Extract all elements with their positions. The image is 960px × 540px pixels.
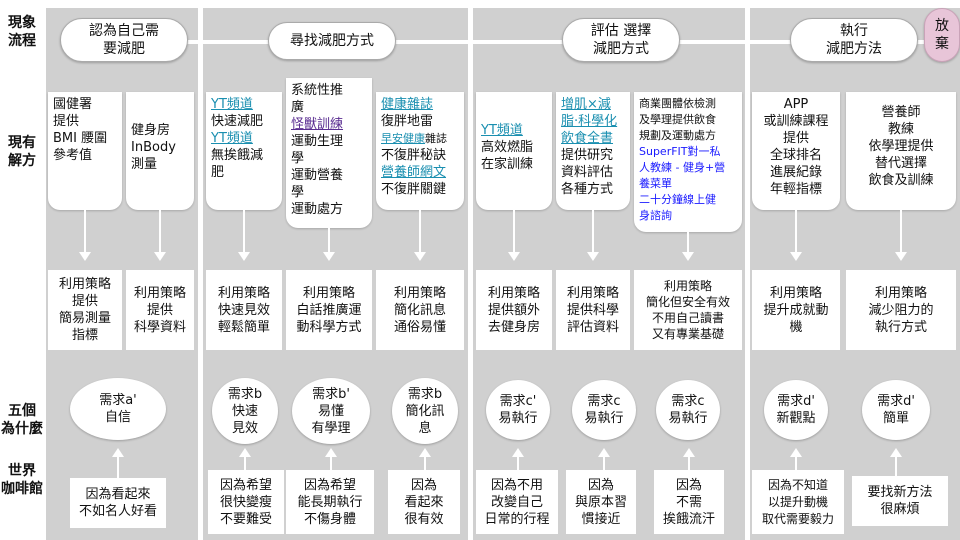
- solution-systematic: 系統性推 廣 怪獸訓練 運動生理 學 運動營養 學 運動處方: [286, 78, 372, 228]
- arrow-9: [795, 210, 797, 254]
- arrow-7: [592, 210, 594, 254]
- arrowup-7: [683, 448, 695, 457]
- row-label-solutions: 現有 解方: [8, 135, 36, 169]
- need-new-view: 需求d' 新觀點: [764, 380, 828, 440]
- strategy-1b: 利用策略 提供 科學資料: [126, 270, 194, 350]
- reason-5: 因為不用 改變自己 日常的行程: [476, 470, 558, 534]
- arrow-4: [328, 228, 330, 254]
- reason-6: 因為 與原本習 慣接近: [566, 470, 636, 534]
- need-simplify-info: 需求b 簡化訊 息: [392, 378, 458, 444]
- strategy-1a: 利用策略 提供 簡易測量 指標: [48, 270, 122, 350]
- strategy-3a: 利用策略 提供額外 去健身房: [476, 270, 552, 350]
- arrowup-9: [890, 448, 902, 457]
- strategy-2b: 利用策略 白話推廣運 動科學方式: [286, 270, 372, 350]
- stage-give-up: 放 棄: [924, 8, 960, 62]
- arrowup-4: [419, 448, 431, 457]
- book-link-1[interactable]: 增肌×減: [561, 97, 611, 112]
- arrowup-8: [790, 448, 802, 457]
- arrowup-line-3: [330, 456, 332, 470]
- strategy-2a: 利用策略 快速見效 輕鬆簡單: [206, 270, 282, 350]
- arrowup-line-9: [895, 456, 897, 476]
- dietitian-article-link[interactable]: 營養師網文: [381, 165, 447, 180]
- reason-3: 因為希望 能長期執行 不傷身體: [286, 470, 374, 534]
- need-easy-exec-2: 需求c 易執行: [572, 380, 636, 440]
- book-link-2[interactable]: 脂‧科學化: [561, 114, 618, 129]
- arrowup-1: [112, 448, 124, 457]
- solution-yt-home: YT頻道 高效燃脂 在家訓練: [476, 92, 552, 210]
- need-fast-result: 需求b 快速 見效: [212, 378, 278, 444]
- flow-line: [150, 40, 940, 44]
- row-label-why: 五個 為什麼: [1, 403, 43, 437]
- arrowup-line-6: [603, 456, 605, 470]
- solution-dietitian-coach: 營養師教練依學理提供替代選擇飲食及訓練: [846, 92, 956, 210]
- solution-muscle-book: 增肌×減 脂‧科學化 飲食全書 提供研究 資料評估 各種方式: [556, 92, 630, 210]
- arrowup-2: [239, 448, 251, 457]
- reason-4: 因為 看起來 很有效: [388, 470, 460, 534]
- stage-search-methods: 尋找減肥方式: [268, 22, 396, 60]
- book-link-3[interactable]: 飲食全書: [561, 131, 614, 146]
- arrow-10: [900, 210, 902, 254]
- arrowhead-2: [154, 252, 166, 261]
- reason-9: 要找新方法 很麻煩: [852, 476, 948, 526]
- stage-evaluate-select: 評估 選擇 減肥方式: [562, 18, 680, 62]
- monster-training-link[interactable]: 怪獸訓練: [291, 117, 344, 132]
- arrow-6: [513, 210, 515, 254]
- arrowup-line-8: [795, 456, 797, 470]
- strategy-4b: 利用策略 減少阻力的 執行方式: [846, 270, 956, 350]
- need-easy-exec-1: 需求c' 易執行: [486, 380, 550, 440]
- arrow-2: [159, 210, 161, 254]
- stage-need-weight-loss: 認為自己需 要減肥: [60, 18, 188, 62]
- arrow-5: [419, 210, 421, 254]
- arrow-8: [687, 232, 689, 254]
- yt-channel-link-1[interactable]: YT頻道: [211, 97, 253, 112]
- arrowhead-10: [895, 252, 907, 261]
- arrowup-line-5: [517, 456, 519, 470]
- reason-2: 因為希望 很快變瘦 不要難受: [208, 470, 284, 534]
- yt-channel-link-2[interactable]: YT頻道: [211, 131, 253, 146]
- need-easy-exec-3: 需求c 易執行: [656, 380, 720, 440]
- arrowup-line-7: [688, 456, 690, 470]
- reason-7: 因為 不需 挨餓流汗: [654, 470, 724, 534]
- yt-channel-link-3[interactable]: YT頻道: [481, 123, 523, 138]
- arrowup-6: [598, 448, 610, 457]
- arrowhead-5: [414, 252, 426, 261]
- arrowhead-7: [587, 252, 599, 261]
- arrowhead-6: [508, 252, 520, 261]
- arrowhead-4: [323, 252, 335, 261]
- health-magazine-link[interactable]: 健康雜誌: [381, 97, 434, 112]
- arrowup-5: [512, 448, 524, 457]
- arrowup-line-4: [424, 456, 426, 470]
- need-simple: 需求d' 簡單: [862, 380, 930, 440]
- strategy-2c: 利用策略 簡化訊息 通俗易懂: [376, 270, 464, 350]
- arrow-1: [84, 210, 86, 254]
- arrowhead-1: [79, 252, 91, 261]
- need-confidence: 需求a' 自信: [70, 378, 166, 440]
- arrowup-line-2: [244, 456, 246, 470]
- strategy-3c: 利用策略 簡化但安全有效 不用自己讀書 又有專業基礎: [634, 270, 742, 350]
- stage-execute: 執行 減肥方法: [790, 18, 918, 62]
- arrowup-line-1: [117, 456, 119, 478]
- solution-yt-fast: YT頻道 快速減肥 YT頻道 無挨餓減 肥: [206, 92, 282, 210]
- arrowhead-8: [682, 252, 694, 261]
- need-easy-theory: 需求b' 易懂 有學理: [292, 378, 370, 444]
- strategy-4a: 利用策略 提升成就動 機: [752, 270, 840, 350]
- arrowhead-9: [790, 252, 802, 261]
- arrow-3: [243, 210, 245, 254]
- reason-8: 因為不知道 以提升動機 取代需要毅力: [752, 470, 844, 534]
- solution-health-magazine: 健康雜誌 復胖地雷 早安健康雜誌 不復胖秘訣 營養師網文 不復胖關鍵: [376, 92, 464, 210]
- good-morning-health-link[interactable]: 早安健康: [381, 132, 425, 145]
- reason-1: 因為看起來 不如名人好看: [70, 478, 166, 528]
- strategy-3b: 利用策略 提供科學 評估資料: [556, 270, 630, 350]
- row-label-phenomenon: 現象 流程: [8, 15, 36, 49]
- row-label-world-cafe: 世界 咖啡館: [1, 463, 43, 497]
- arrowup-3: [325, 448, 337, 457]
- arrowhead-3: [238, 252, 250, 261]
- solution-commercial: 商業團體依檢測 及學理提供飲食 規劃及運動處方 SuperFIT對一私 人教練 …: [634, 92, 742, 232]
